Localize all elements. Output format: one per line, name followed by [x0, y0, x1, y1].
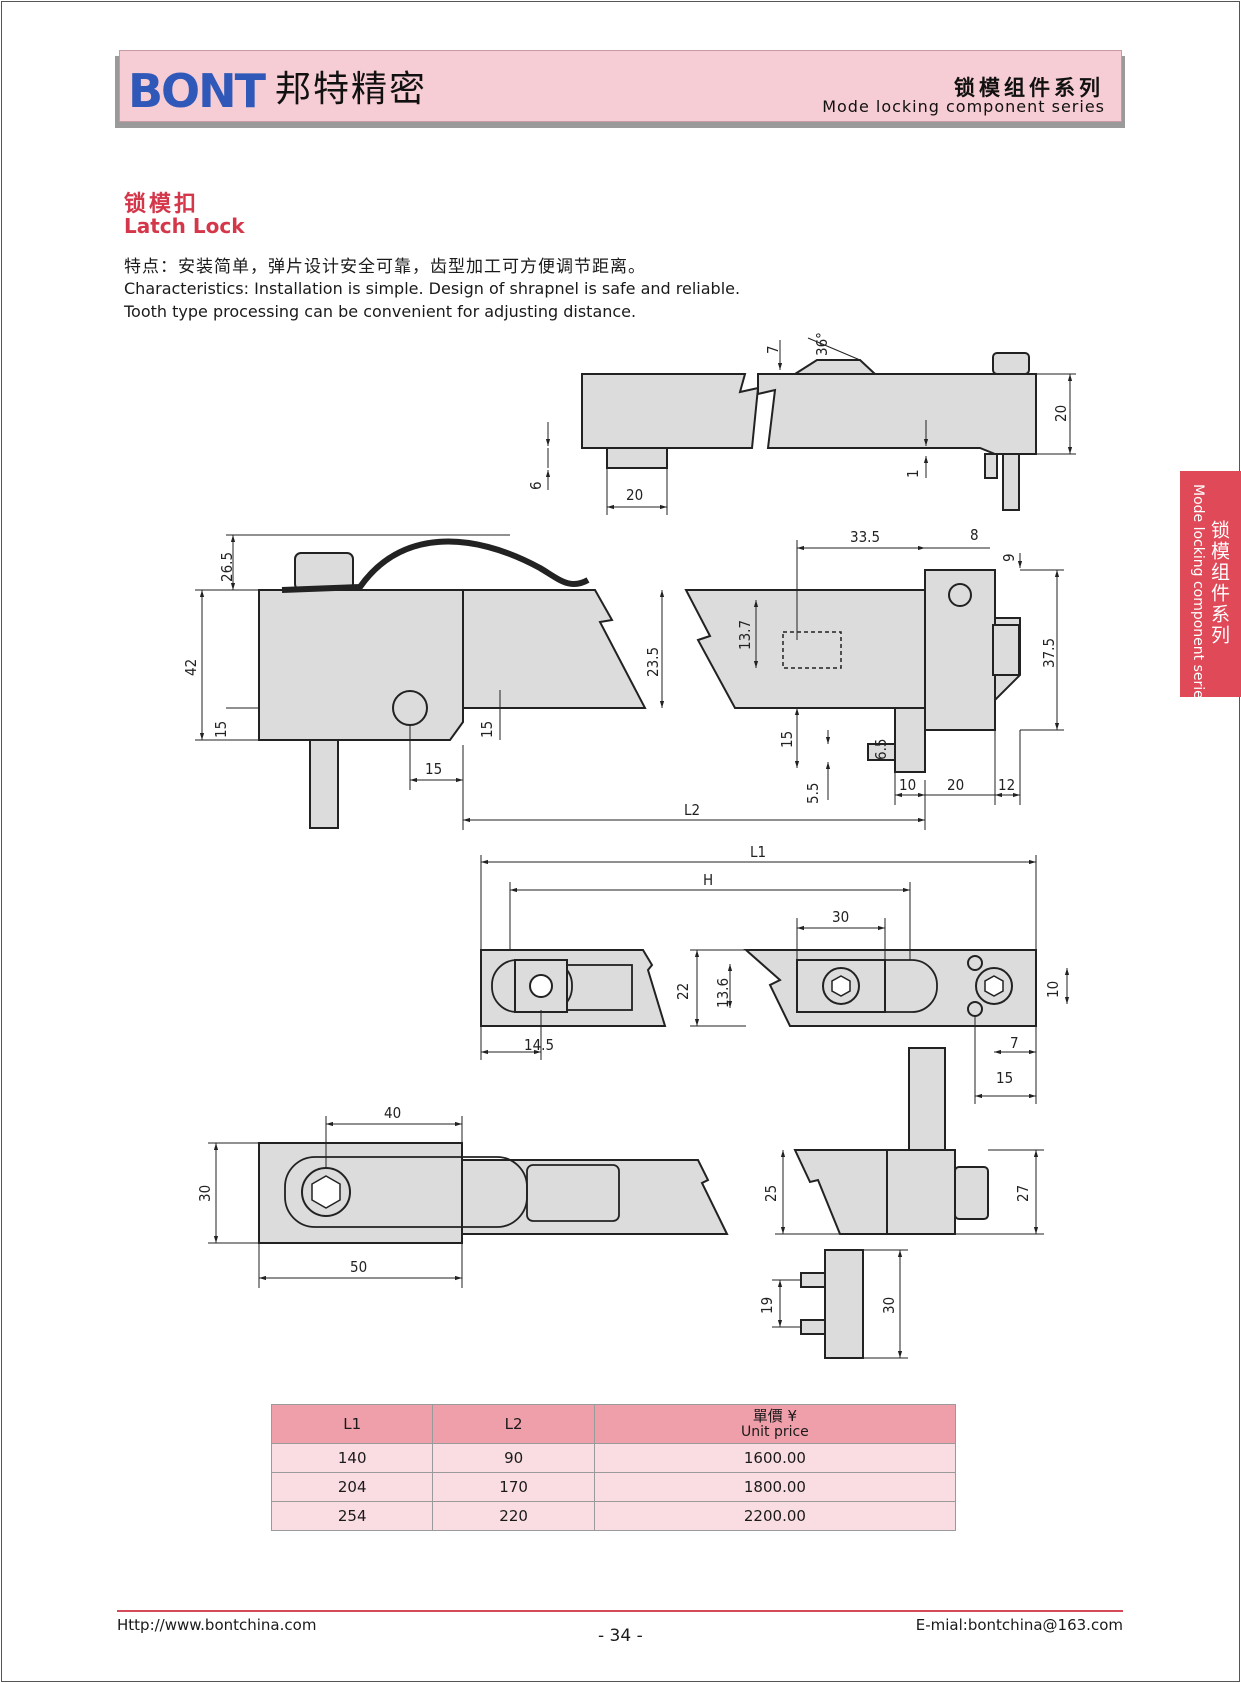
- bottom-top-view: [258, 1142, 729, 1244]
- dim-15-a: 15: [212, 721, 230, 738]
- dim-19: 19: [758, 1297, 776, 1314]
- dim-20-height: 20: [1052, 405, 1070, 422]
- side-tab: [1180, 471, 1241, 697]
- dim-L1: L1: [750, 843, 766, 861]
- cell-price: 2200.00: [593, 1501, 957, 1531]
- dim-1: 1: [904, 469, 922, 478]
- col-header-price: 單價 ¥Unit price: [593, 1404, 957, 1444]
- cell-L2: 170: [432, 1472, 595, 1502]
- cell-price: 1600.00: [593, 1443, 957, 1473]
- dim-15-d: 15: [778, 731, 796, 748]
- dim-50: 50: [350, 1258, 367, 1276]
- dim-23-5: 23.5: [644, 647, 662, 677]
- dim-20-c: 20: [947, 776, 964, 794]
- col-header-price-cn: 單價 ¥: [752, 1406, 798, 1425]
- dim-26-5: 26.5: [218, 552, 236, 582]
- cell-L2: 90: [432, 1443, 595, 1473]
- dim-27: 27: [1014, 1185, 1032, 1202]
- dim-6-5: 6.5: [872, 739, 890, 760]
- dim-8: 8: [970, 526, 979, 544]
- dim-13-7: 13.7: [736, 620, 754, 650]
- dim-H: H: [703, 871, 713, 889]
- dim-37-5: 37.5: [1040, 638, 1058, 668]
- cell-L2: 220: [432, 1501, 595, 1531]
- features-cn: 特点：安装简单，弹片设计安全可靠，齿型加工可方便调节距离。: [124, 257, 646, 277]
- price-table: L1 L2 單價 ¥Unit price 140 90 1600.00 204 …: [270, 1404, 957, 1531]
- cell-L1: 140: [270, 1443, 434, 1473]
- dim-6: 6: [527, 481, 545, 490]
- header-banner: [119, 50, 1122, 122]
- table-row: 204 170 1800.00: [270, 1472, 957, 1502]
- product-title-en: Latch Lock: [124, 214, 245, 238]
- col-header-L1: L1: [270, 1404, 434, 1444]
- dim-30-a: 30: [832, 908, 849, 926]
- dim-15-e: 15: [996, 1069, 1013, 1087]
- col-header-price-en: Unit price: [741, 1423, 809, 1440]
- cell-L1: 254: [270, 1501, 434, 1531]
- dim-15-c: 15: [425, 760, 442, 778]
- brand-logo: BONT: [128, 64, 266, 118]
- dim-33-5: 33.5: [850, 528, 880, 546]
- bottom-side-view: [793, 1047, 989, 1359]
- lock-slide-front: [684, 569, 1021, 773]
- dim-30-b: 30: [196, 1185, 214, 1202]
- brand-name-cn: 邦特精密: [275, 69, 428, 110]
- dim-42: 42: [182, 659, 200, 676]
- dim-25: 25: [762, 1185, 780, 1202]
- dim-14-5: 14.5: [524, 1036, 554, 1054]
- dim-9: 9: [1000, 553, 1018, 562]
- dim-L2: L2: [684, 801, 700, 819]
- side-tab-cn: 锁模组件系列: [1208, 520, 1230, 646]
- dim-7: 7: [764, 345, 782, 354]
- dim-40: 40: [384, 1104, 401, 1122]
- dim-13-6: 13.6: [714, 978, 732, 1008]
- side-tab-en: Mode locking component series: [1190, 484, 1206, 707]
- cell-L1: 204: [270, 1472, 434, 1502]
- dim-20-foot: 20: [626, 486, 643, 504]
- footer-email-link[interactable]: E-mial:bontchina@163.com: [915, 1616, 1123, 1634]
- series-title-en: Mode locking component series: [822, 97, 1105, 116]
- dim-5-5: 5.5: [804, 783, 822, 804]
- features-en-line1: Characteristics: Installation is simple.…: [124, 279, 741, 298]
- dim-22: 22: [674, 983, 692, 1000]
- table-row: 140 90 1600.00: [270, 1443, 957, 1473]
- dim-36deg: 36°: [813, 332, 831, 356]
- cell-price: 1800.00: [593, 1472, 957, 1502]
- dim-30-c: 30: [880, 1297, 898, 1314]
- dim-15-b: 15: [478, 721, 496, 738]
- dim-12: 12: [998, 776, 1015, 794]
- dim-10-a: 10: [899, 776, 916, 794]
- product-title-cn: 锁模扣: [124, 192, 200, 217]
- dim-10-b: 10: [1044, 981, 1062, 998]
- plan-view: [480, 949, 1037, 1027]
- features-en-line2: Tooth type processing can be convenient …: [124, 302, 637, 321]
- table-row: 254 220 2200.00: [270, 1501, 957, 1531]
- side-view-top: [581, 352, 1037, 511]
- series-title-cn: 锁模组件系列: [954, 76, 1104, 100]
- lock-body-front: [258, 538, 647, 829]
- col-header-L2: L2: [432, 1404, 595, 1444]
- page-number: - 34 -: [598, 1626, 643, 1646]
- footer-website-link[interactable]: Http://www.bontchina.com: [117, 1616, 317, 1634]
- footer-divider: [117, 1610, 1123, 1612]
- dim-7-b: 7: [1010, 1034, 1019, 1052]
